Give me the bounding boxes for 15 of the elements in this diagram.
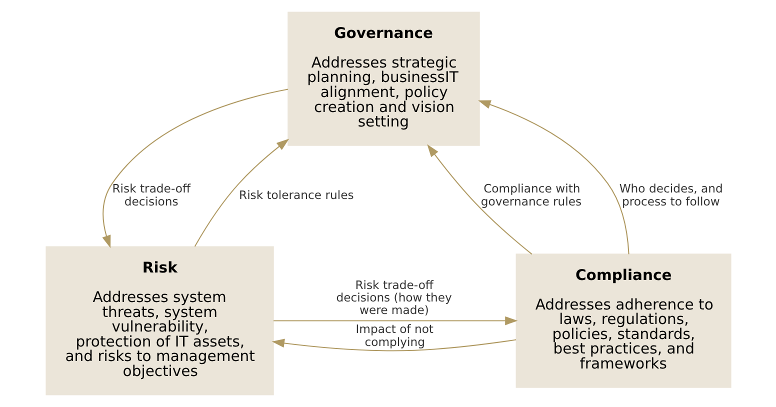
arrow [426, 144, 532, 255]
arrow [273, 316, 518, 326]
node-box: Compliance Addresses adherence to laws, regulations, policies, standards, best practices, and frameworks [515, 254, 731, 388]
edge-label: Risk trade-off decisions [112, 182, 190, 208]
edge-label: Compliance with governance rules [480, 182, 582, 208]
edge-label: Risk trade-off decisions (how they were made) [336, 278, 452, 318]
edge-label: Impact of not complying [355, 322, 433, 349]
edge-label: Who decides, and process to follow [618, 182, 722, 208]
node-box: Risk Addresses system threats, system vulnerability, protection of IT assets, and risks to management objectives [45, 246, 274, 396]
edge-label: Risk tolerance rules [238, 188, 354, 202]
arrow [194, 138, 289, 247]
arrow [478, 100, 629, 254]
node-box: Governance Addresses strategic planning, businessIT alignment, policy creation and vision setting [287, 12, 480, 146]
arrow [271, 338, 516, 352]
arrow [102, 88, 288, 248]
